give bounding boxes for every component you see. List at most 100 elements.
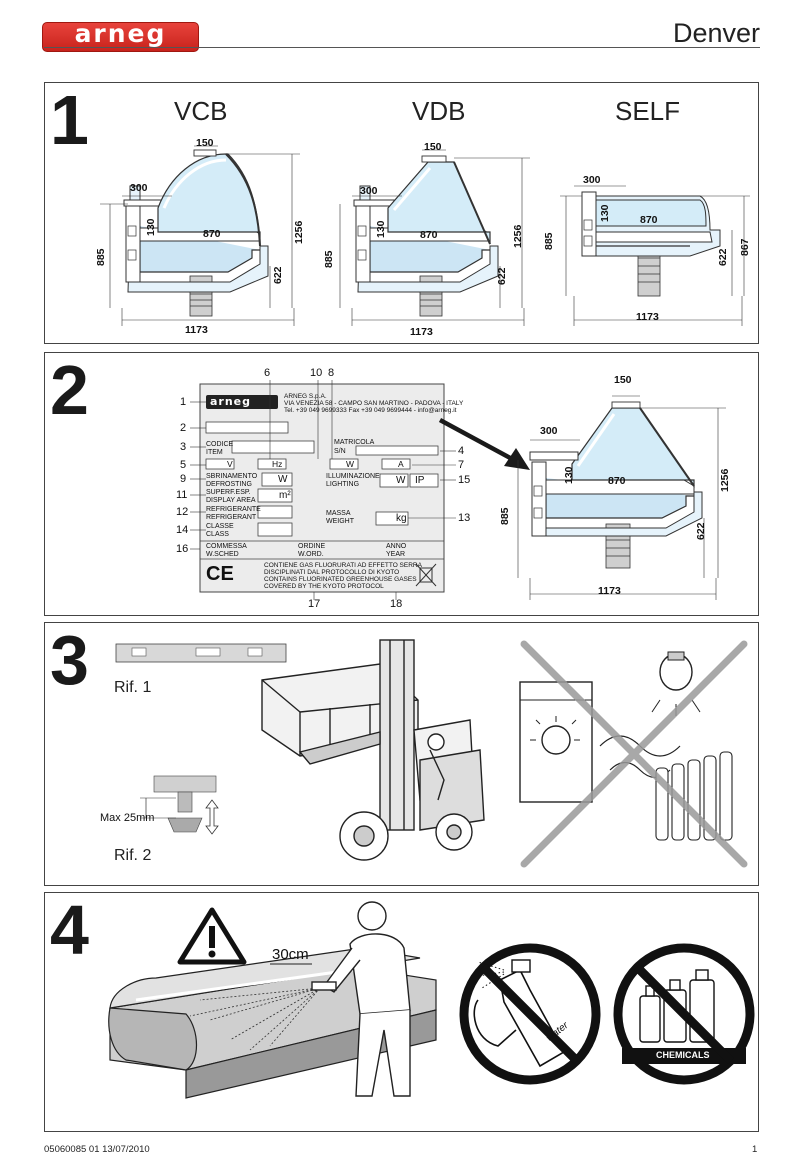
brand-logo-text: arneg <box>74 19 167 48</box>
plate-lighting: LIGHTING <box>326 481 360 488</box>
plate-contact: Tel. +39 049 9699333 Fax +39 049 9699444… <box>284 407 457 414</box>
model-label-vdb: VDB <box>412 96 466 126</box>
plate-ordine: ORDINE <box>298 543 326 550</box>
plate-v: V <box>227 459 233 469</box>
self-dim-width: 1173 <box>636 311 659 323</box>
model-title: Denver <box>672 18 760 48</box>
plate-superf: SUPERF.ESP. <box>206 489 251 496</box>
section-1-number: 1 <box>50 81 89 159</box>
model-label-vcb: VCB <box>174 96 228 126</box>
self-dim-shelf: 870 <box>640 214 658 226</box>
callout-13: 13 <box>458 512 471 524</box>
plate-gas-2: DISCIPLINATI DAL PROTOCOLLO DI KYOTO <box>264 569 400 576</box>
plate-refrigerante: REFRIGERANTE <box>206 506 261 513</box>
no-chemicals-icon <box>613 943 755 1085</box>
callout-17: 17 <box>308 598 321 610</box>
section-2 <box>44 352 759 616</box>
plate-kg: kg <box>396 513 407 524</box>
callout-7: 7 <box>458 459 465 471</box>
plate-address: VIA VENEZIA 58 - CAMPO SAN MARTINO - PAD… <box>284 400 464 407</box>
callout-12: 12 <box>176 506 189 518</box>
section-3 <box>44 622 759 886</box>
plate-gas-3: CONTAINS FLUORINATED GREENHOUSE GASES <box>264 576 417 583</box>
forklift-icon <box>261 639 485 861</box>
plate-w3: W <box>396 475 406 486</box>
distance-label: 30cm <box>272 946 309 963</box>
plate-gas-1: CONTIENE GAS FLUORURATI AD EFFETTO SERRA <box>264 562 422 569</box>
operator-icon <box>311 901 411 1097</box>
plate-commessa: COMMESSA <box>206 543 247 550</box>
callout-15: 15 <box>458 474 471 486</box>
plate-anno: ANNO <box>386 543 407 550</box>
callout-11: 11 <box>176 489 188 501</box>
vcb-dim-shelf: 870 <box>203 228 221 240</box>
vcb-dim-shelf-back: 300 <box>130 182 148 194</box>
plate-company: ARNEG S.p.A. <box>284 393 327 400</box>
no-water-icon <box>459 943 601 1085</box>
vdb-dim-glass-top: 150 <box>424 141 442 153</box>
chemicals-label: CHEMICALS <box>656 1050 710 1060</box>
plate-w2: W <box>278 474 288 485</box>
vcb-dim-glass-top: 150 <box>196 137 214 149</box>
section-3-number: 3 <box>50 621 89 699</box>
section-2-number: 2 <box>50 351 89 429</box>
plate-sn: S/N <box>334 448 346 455</box>
max-adjust-label: Max 25mm <box>100 812 155 824</box>
section-4-number: 4 <box>50 891 89 969</box>
page-number: 1 <box>752 1144 758 1155</box>
rif-2-label: Rif. 2 <box>114 847 152 864</box>
callout-9: 9 <box>180 473 187 485</box>
callout-6: 6 <box>264 367 271 379</box>
callout-16: 16 <box>176 543 189 555</box>
plate-class: CLASS <box>206 531 229 538</box>
plate-classe: CLASSE <box>206 523 234 530</box>
plate-ip: IP <box>415 475 425 486</box>
plate-massa: MASSA <box>326 510 351 517</box>
vcb-dim-width: 1173 <box>185 324 208 336</box>
section-1 <box>44 82 759 344</box>
plate-weight: WEIGHT <box>326 518 354 525</box>
warning-icon <box>177 907 247 965</box>
callout-2: 2 <box>180 422 187 434</box>
plate-gas-4: COVERED BY THE KYOTO PROTOCOL <box>264 583 384 590</box>
plate-brand: arneg <box>210 395 252 408</box>
callout-10: 10 <box>310 367 323 379</box>
plate-a: A <box>398 459 404 469</box>
callout-8: 8 <box>328 367 335 379</box>
plate-defrosting: DEFROSTING <box>206 481 252 488</box>
plate-w1: W <box>346 459 355 469</box>
document-code: 05060085 01 13/07/2010 <box>44 1144 150 1155</box>
section-4 <box>44 892 759 1132</box>
s2-dim-glass-top: 150 <box>614 374 632 386</box>
plate-hz: Hz <box>272 459 283 469</box>
plate-codice: CODICE <box>206 441 234 448</box>
callout-14: 14 <box>176 524 189 536</box>
plate-matricola: MATRICOLA <box>334 439 375 446</box>
plate-sbrinamento: SBRINAMENTO <box>206 473 258 480</box>
ce-mark-icon: CE <box>206 563 234 585</box>
plate-year: YEAR <box>386 551 406 558</box>
vdb-dim-shelf: 870 <box>420 229 438 241</box>
plate-word: W.ORD. <box>298 551 324 558</box>
model-label-self: SELF <box>615 96 681 126</box>
callout-4: 4 <box>458 445 465 457</box>
callout-3: 3 <box>180 441 187 453</box>
no-heat-sources-icon <box>519 640 748 868</box>
vdb-dim-width: 1173 <box>410 326 433 338</box>
header-divider <box>44 47 760 48</box>
plate-wsched: W.SCHED <box>206 551 239 558</box>
spirit-level-icon <box>115 643 287 663</box>
s2-dim-shelf-back: 300 <box>540 425 558 437</box>
plate-display-area: DISPLAY AREA <box>206 497 256 504</box>
s2-dim-shelf: 870 <box>608 475 626 487</box>
callout-18: 18 <box>390 598 403 610</box>
plate-m2: m² <box>279 490 291 501</box>
adjustable-foot-icon <box>140 775 219 835</box>
rif-1-label: Rif. 1 <box>114 679 152 696</box>
plate-item: ITEM <box>206 449 223 456</box>
vdb-dim-shelf-back: 300 <box>360 185 378 197</box>
